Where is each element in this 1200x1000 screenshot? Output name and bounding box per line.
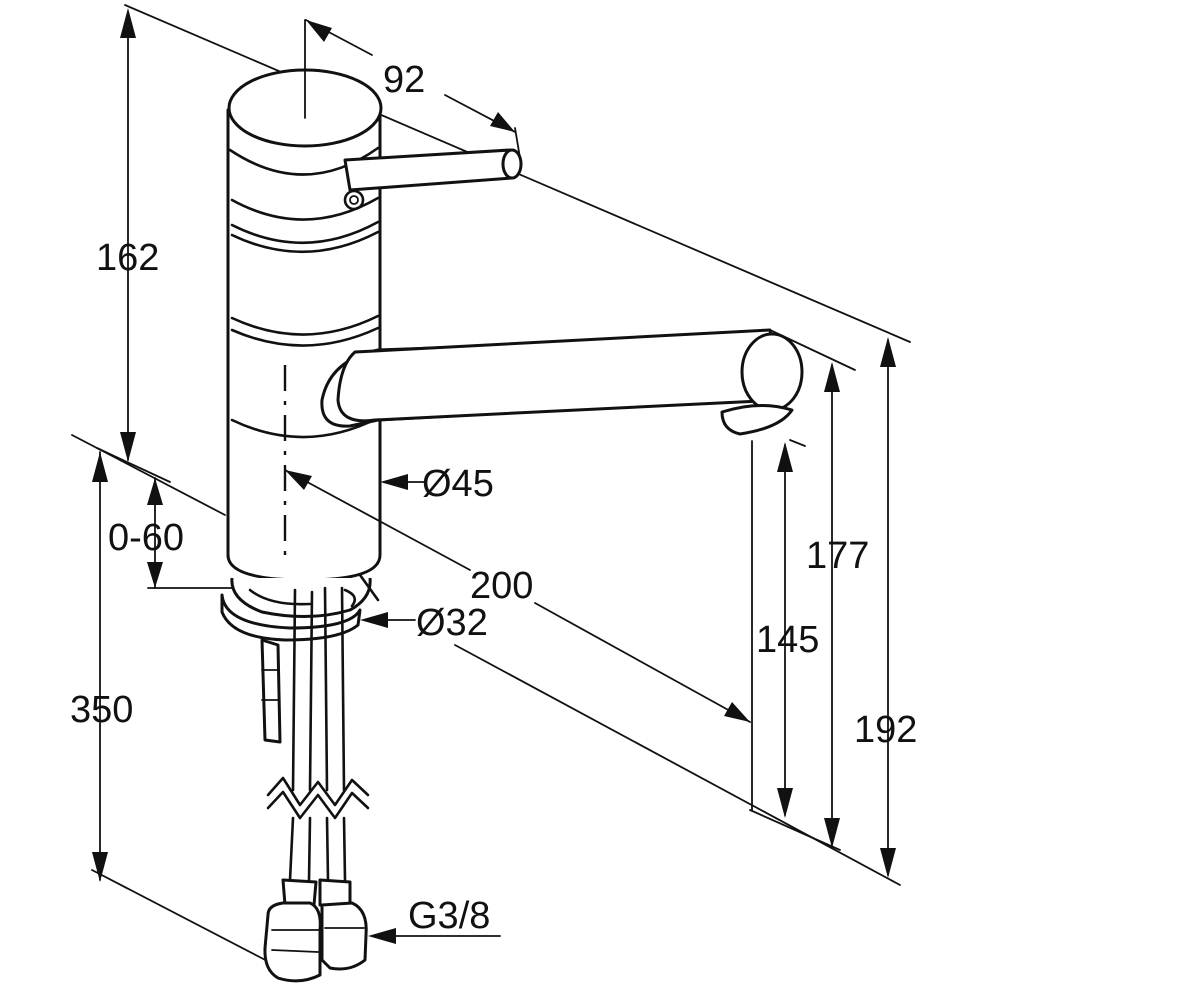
faucet-body xyxy=(226,19,383,582)
arrowhead xyxy=(120,8,136,38)
dim-145-label: 145 xyxy=(756,619,819,661)
arrowhead xyxy=(360,612,388,628)
dim-177-label: 177 xyxy=(806,535,869,577)
dimension-lines xyxy=(92,8,896,944)
dim-32-label: Ø32 xyxy=(416,602,488,644)
arrowhead xyxy=(777,788,793,818)
dim-g38-label: G3/8 xyxy=(408,895,490,937)
arrowhead xyxy=(147,562,163,588)
dim-0-60-label: 0-60 xyxy=(108,517,184,559)
arrowhead xyxy=(147,478,163,505)
arrowhead xyxy=(92,452,108,482)
arrowhead xyxy=(92,852,108,882)
spout xyxy=(320,328,804,436)
base-mount xyxy=(220,573,380,744)
dim-192-label: 192 xyxy=(854,709,917,751)
arrowhead xyxy=(824,362,840,392)
arrowhead xyxy=(380,474,408,490)
arrowhead xyxy=(824,818,840,848)
dim-45-label: Ø45 xyxy=(422,463,494,505)
dim-200-label: 200 xyxy=(470,565,533,607)
lever-handle xyxy=(343,148,523,211)
dimension-labels: 92 162 0-60 Ø45 200 Ø32 177 145 192 350 … xyxy=(70,59,917,937)
arrowhead xyxy=(285,470,312,490)
arrowhead xyxy=(724,702,750,722)
dim-162-label: 162 xyxy=(96,237,159,279)
dim-350-label: 350 xyxy=(70,689,133,731)
dim-92-label: 92 xyxy=(383,59,425,101)
arrowhead xyxy=(306,20,332,42)
supply-hoses xyxy=(263,586,370,983)
arrowhead xyxy=(880,337,896,367)
arrowhead xyxy=(777,442,793,472)
arrowhead xyxy=(880,848,896,878)
arrowhead xyxy=(368,928,396,944)
arrowhead xyxy=(120,432,136,462)
arrowhead xyxy=(490,112,515,132)
